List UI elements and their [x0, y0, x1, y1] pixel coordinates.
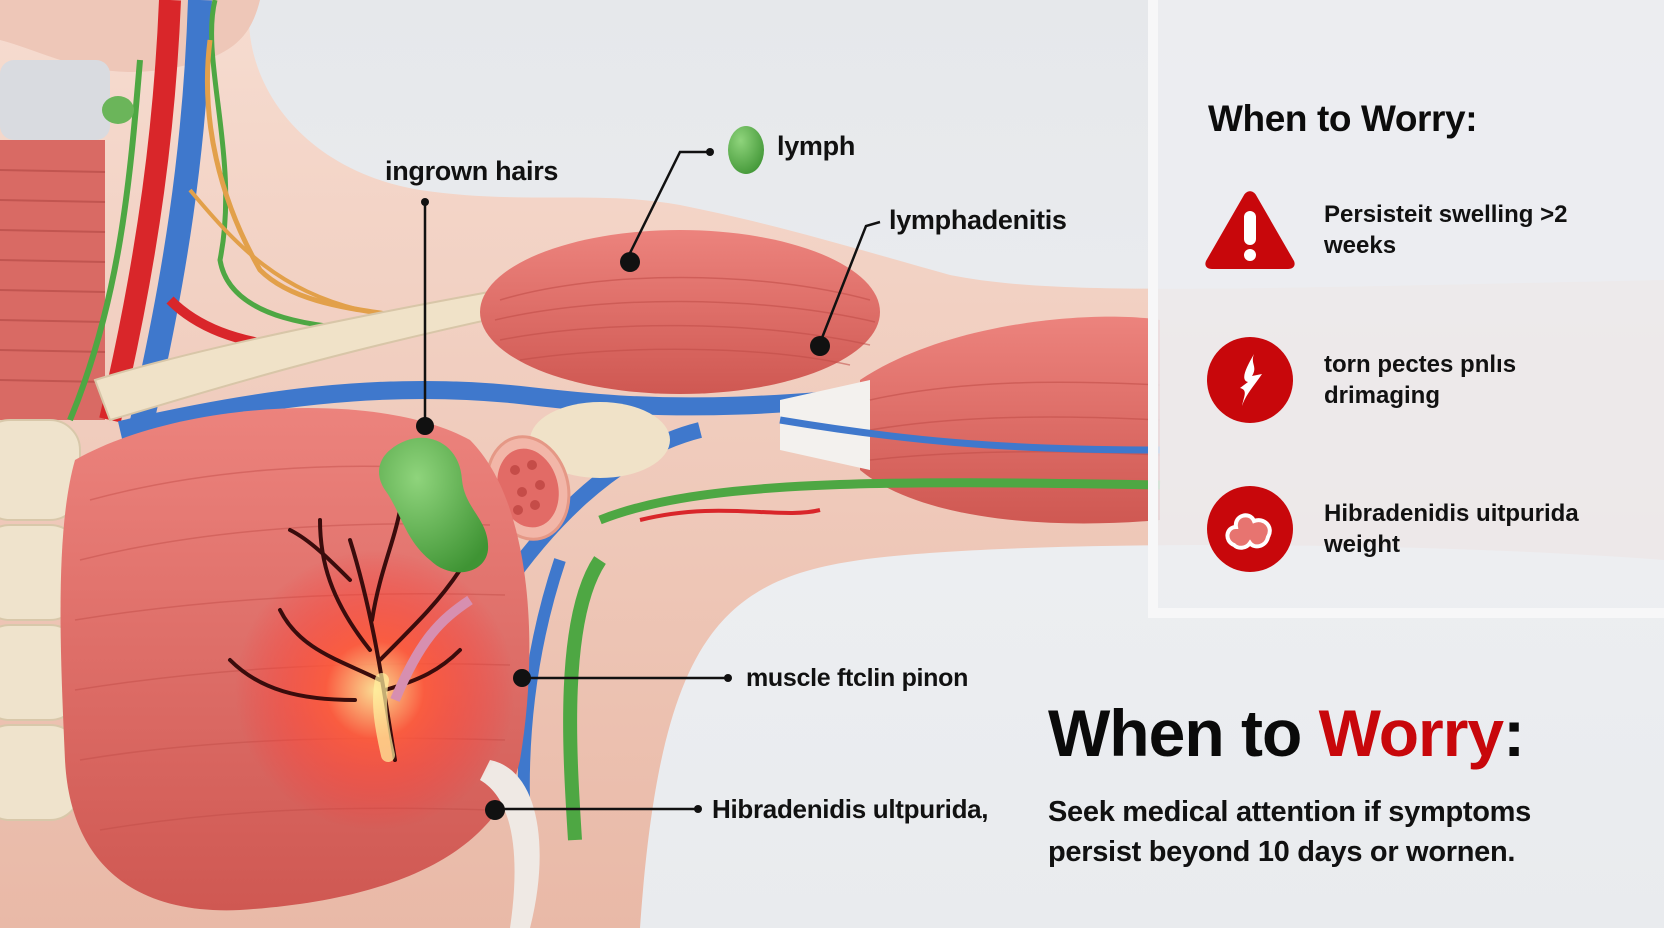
- footer-title-part1: When to: [1048, 696, 1319, 770]
- footer-title-colon: :: [1503, 696, 1525, 770]
- lightning-icon: [1204, 334, 1296, 426]
- label-lymphadenitis: lymphadenitis: [889, 205, 1067, 235]
- warning-text: Persisteit swelling >2 weeks: [1324, 201, 1568, 259]
- warning-triangle-icon: [1204, 184, 1296, 276]
- label-ingrown-hairs: ingrown hairs: [385, 156, 559, 186]
- lymph-node-icon: [728, 126, 764, 174]
- when-to-worry-panel: When to Worry: Persisteit swelling >2 we…: [1148, 0, 1664, 618]
- warning-text: Hibradenidis uitpurida weight: [1324, 500, 1579, 558]
- warning-item: Persisteit swelling >2 weeks: [1204, 184, 1624, 276]
- label-lymph: lymph: [777, 131, 856, 161]
- label-hidradenitis: Hibradenidis ultpurida,: [712, 794, 989, 824]
- warning-item: torn pectes pnlıs drimaging: [1204, 334, 1624, 426]
- footer-title-accent: Worry: [1318, 696, 1504, 770]
- warning-item: Hibradenidis uitpurida weight: [1204, 483, 1624, 575]
- cells-blob-icon: [1204, 483, 1296, 575]
- warning-text: torn pectes pnlıs drimaging: [1324, 351, 1517, 409]
- footer-title: When to Worry:: [1048, 700, 1525, 766]
- footer-advice: Seek medical attention if symptoms persi…: [1048, 796, 1531, 868]
- panel-title: When to Worry:: [1208, 98, 1478, 139]
- label-muscle: muscle ftclin pinon: [746, 664, 969, 692]
